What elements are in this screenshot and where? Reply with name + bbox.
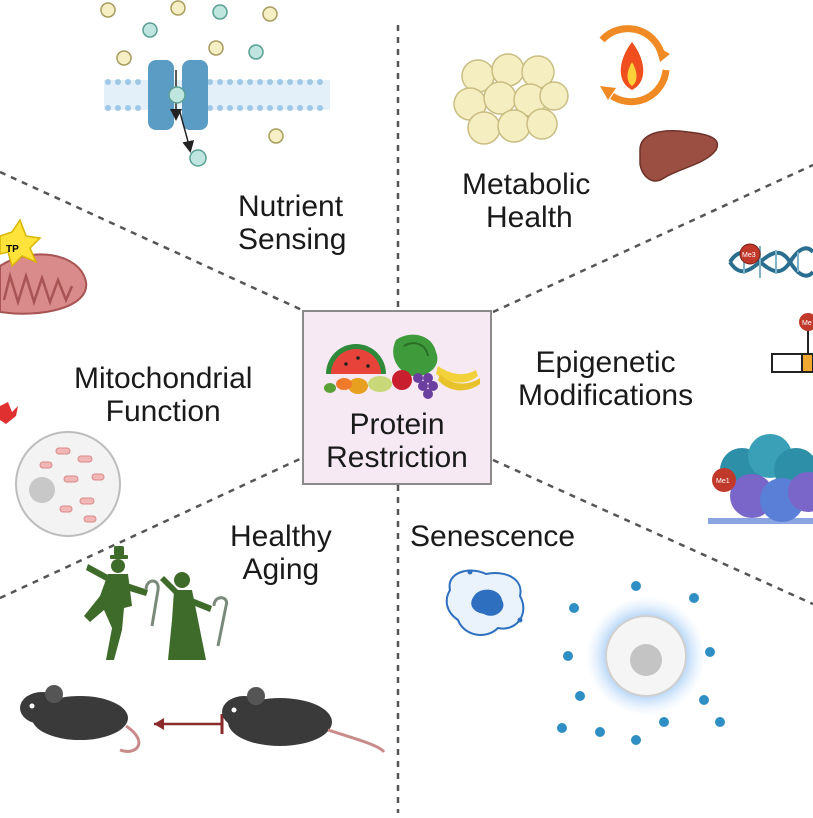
- histone-nucleosome-icon: Me1: [708, 434, 813, 524]
- me-label: Me: [802, 320, 812, 327]
- inhibition-arrow-icon: [154, 714, 224, 734]
- liver-icon: [639, 130, 719, 182]
- dna-methylation-icon: Me3: [728, 243, 813, 278]
- nutrient-sensing-label: Nutrient Sensing: [238, 190, 347, 256]
- atp-label: TP: [6, 244, 19, 255]
- elderly-dancers-icon: [84, 546, 212, 660]
- healthy-cell-icon: [445, 569, 525, 636]
- gene-marker-icon: Me: [771, 313, 813, 373]
- divider-upper-left: [0, 170, 303, 312]
- divider-upper-right: [492, 163, 813, 314]
- me1-label: Me1: [716, 478, 730, 485]
- produce-icon: [324, 334, 480, 399]
- senescence-label: Senescence: [410, 520, 576, 553]
- sasp-dots-icon: [557, 581, 725, 745]
- section-dividers: [0, 25, 813, 813]
- divider-lower-left: [0, 456, 303, 600]
- cell-with-mitochondria-icon: [15, 431, 121, 537]
- atp-burst-icon: TP: [0, 218, 42, 268]
- mitochondrial-function-label: Mitochondrial Function: [74, 362, 253, 428]
- senescent-cell-icon: [586, 596, 706, 716]
- walking-canes-icon: [144, 579, 229, 647]
- divider-lower-right: [492, 458, 813, 606]
- healthy-aging-label: Healthy Aging: [230, 520, 332, 586]
- metabolism-flame-icon: [599, 25, 670, 106]
- adipocytes-icon: [453, 53, 569, 145]
- ros-burst-icon: [0, 402, 18, 424]
- membrane-transporter-icon: [100, 0, 330, 167]
- me3-label: Me3: [742, 252, 756, 259]
- epigenetic-modifications-label: Epigenetic Modifications: [518, 346, 694, 412]
- mouse-left-icon: [20, 685, 141, 753]
- mouse-right-icon: [222, 687, 386, 754]
- protein-restriction-label: Protein Restriction: [326, 408, 468, 474]
- metabolic-health-label: Metabolic Health: [462, 168, 591, 234]
